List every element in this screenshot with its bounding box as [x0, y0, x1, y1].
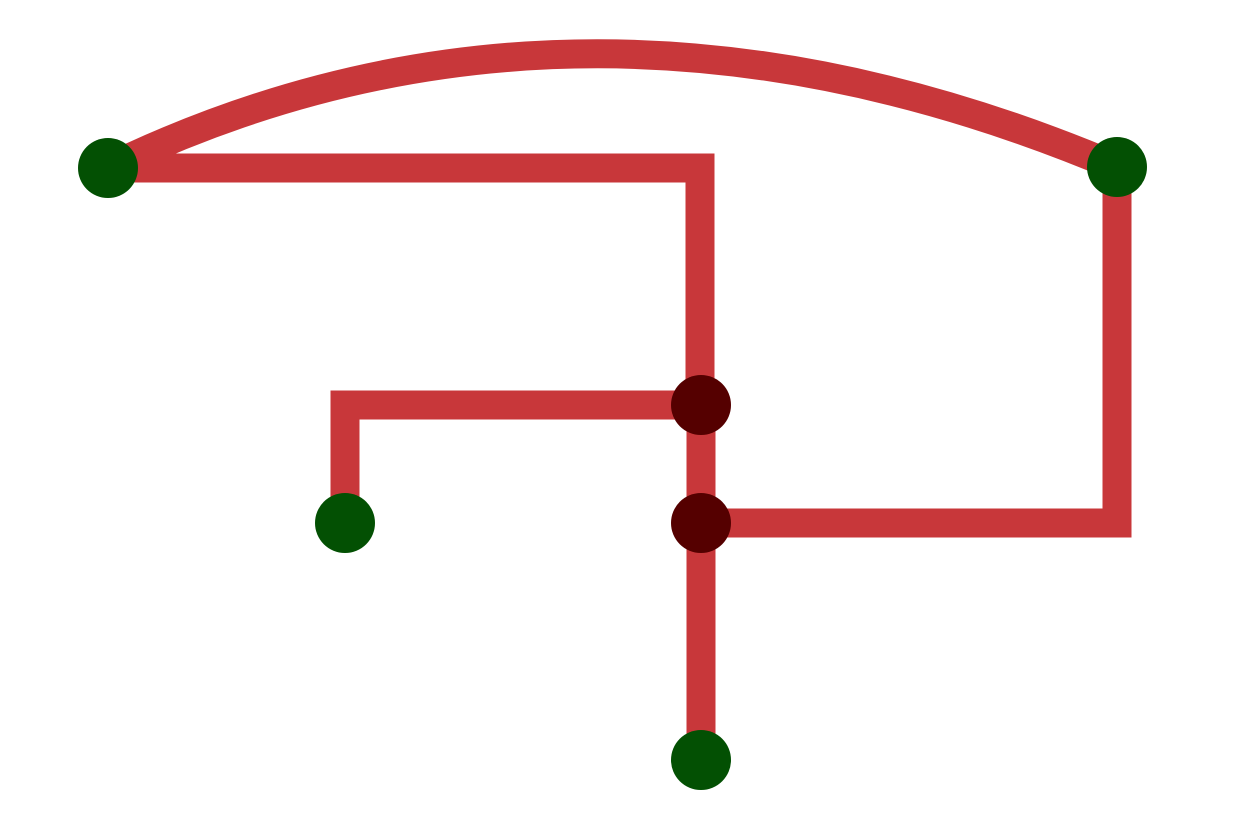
node-n4 [315, 493, 375, 553]
edges-layer [101, 39, 1132, 760]
node-n6 [671, 730, 731, 790]
edge-n4-n3 [330, 390, 701, 523]
edge-n5-n2 [701, 167, 1132, 538]
node-n2 [1087, 137, 1147, 197]
node-n5 [671, 493, 731, 553]
node-n3 [671, 375, 731, 435]
edge-n1-n2 [101, 39, 1123, 182]
node-n1 [78, 138, 138, 198]
nodes-layer [78, 137, 1147, 790]
edge-n1-n3 [108, 153, 715, 405]
